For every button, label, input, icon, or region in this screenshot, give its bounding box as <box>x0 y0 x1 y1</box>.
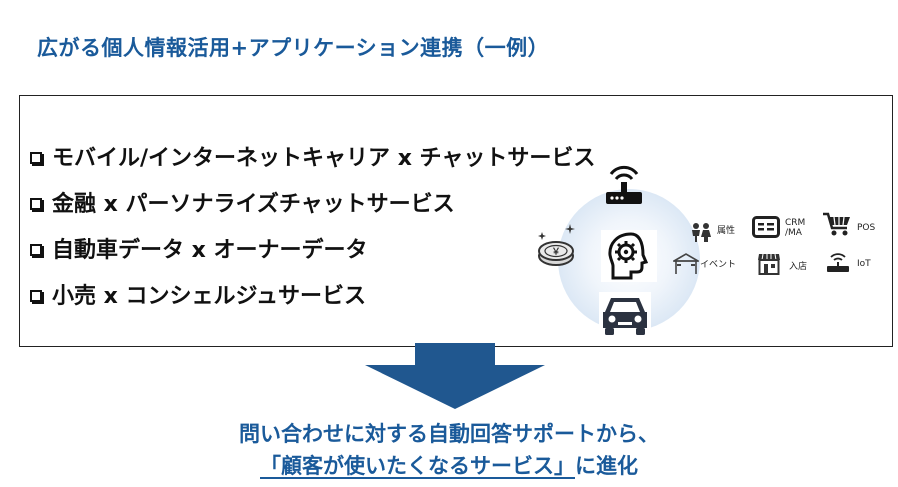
store-visit-label: 入店 <box>789 262 808 272</box>
checkbox-bullet-icon <box>30 290 42 302</box>
list-item-text: モバイル/インターネットキャリア x チャットサービス <box>52 146 596 171</box>
checkbox-bullet-icon <box>30 152 42 164</box>
ai-head-icon <box>601 230 657 282</box>
list-item: 小売 x コンシェルジュサービス <box>30 271 595 317</box>
list-item-text: 自動車データ x オーナーデータ <box>52 238 368 263</box>
coin-text: ￥ <box>551 247 560 258</box>
shopping-cart-icon <box>823 212 850 236</box>
coin-icon: ￥ <box>538 224 575 266</box>
conclusion-line-2: 「顧客が使いたくなるサービス」に進化 <box>0 450 898 480</box>
down-arrow-icon <box>365 343 545 409</box>
list-item-text: 金融 x パーソナライズチャットサービス <box>52 192 455 217</box>
storefront-icon <box>758 253 780 275</box>
id-card-icon <box>752 216 780 238</box>
event-label: イベント <box>700 260 737 270</box>
iot-label: IoT <box>857 259 871 269</box>
list-item-text: 小売 x コンシェルジュサービス <box>52 284 366 309</box>
tent-icon <box>673 253 699 274</box>
router-icon <box>606 165 642 204</box>
pos-label: POS <box>857 223 876 233</box>
conclusion-suffix: に進化 <box>575 454 638 478</box>
list-item: 金融 x パーソナライズチャットサービス <box>30 179 595 225</box>
checkbox-bullet-icon <box>30 198 42 210</box>
list-item: 自動車データ x オーナーデータ <box>30 225 595 271</box>
crm-label: CRM /MA <box>785 218 806 238</box>
people-icon <box>692 223 711 242</box>
iot-router-icon <box>827 253 849 272</box>
conclusion-line-1: 問い合わせに対する自動回答サポートから、 <box>239 422 659 446</box>
bullet-list: モバイル/インターネットキャリア x チャットサービス 金融 x パーソナライズ… <box>30 133 595 317</box>
car-icon <box>599 292 651 338</box>
list-item: モバイル/インターネットキャリア x チャットサービス <box>30 133 595 179</box>
checkbox-bullet-icon <box>30 244 42 256</box>
conclusion-highlight: 「顧客が使いたくなるサービス」 <box>260 454 575 478</box>
page-title: 広がる個人情報活用+アプリケーション連携（一例） <box>37 36 550 60</box>
attribute-label: 属性 <box>717 226 736 236</box>
content-box <box>19 95 893 347</box>
